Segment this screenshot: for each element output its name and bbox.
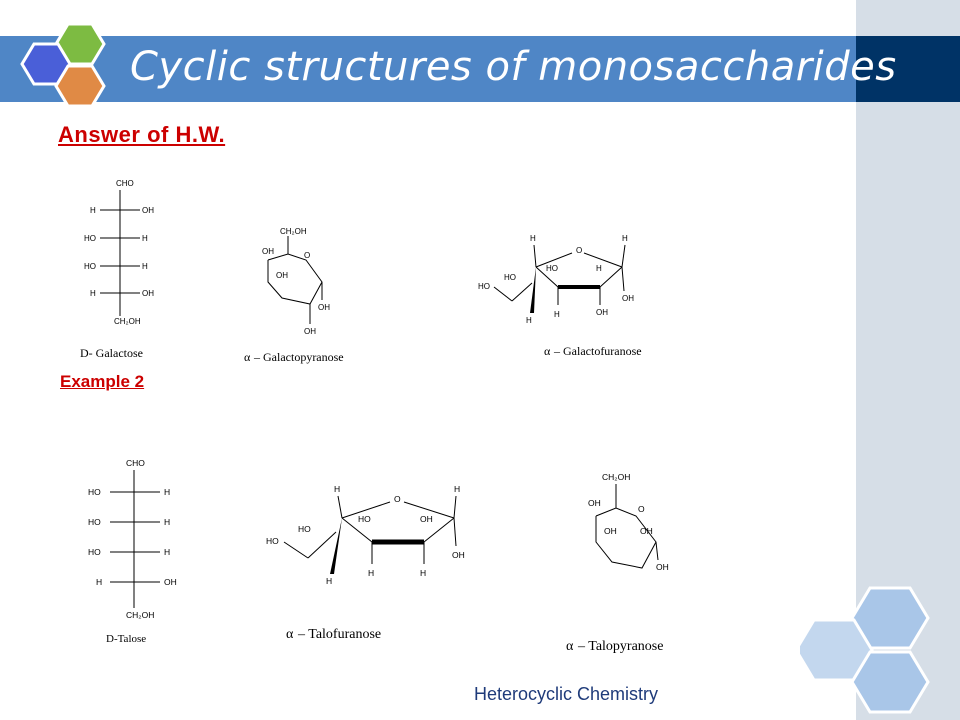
galactopyranose-ch2oh: CH₂OH xyxy=(280,227,307,236)
galactofuranose-ho3: HO xyxy=(478,282,490,291)
galactopyranose-structure: CH₂OH O OH OH OH OH α – Galactopyranose xyxy=(244,227,344,364)
talofuranose-oh2: OH xyxy=(452,550,465,560)
slide-title: Cyclic structures of monosaccharides xyxy=(130,44,897,90)
galactofuranose-caption: – Galactofuranose xyxy=(553,344,642,358)
talofuranose-h4: H xyxy=(368,568,374,578)
footer-text: Heterocyclic Chemistry xyxy=(474,684,659,704)
galactopyranose-caption: – Galactopyranose xyxy=(253,350,344,364)
galactofuranose-ho2: HO xyxy=(504,273,516,282)
talofuranose-caption: – Talofuranose xyxy=(297,627,381,642)
galactofuranose-oh2: OH xyxy=(622,294,634,303)
galactofuranose-h5: H xyxy=(554,310,560,319)
galactopyranose-oh1: OH xyxy=(262,247,274,256)
talopyranose-caption: – Talopyranose xyxy=(577,639,663,654)
talofuranose-h2: H xyxy=(454,484,460,494)
galactose-caption: D- Galactose xyxy=(80,346,143,360)
talose-fischer-structure: CHO HO H HO H HO H H OH CH₂OH D-Talose xyxy=(88,458,177,645)
galactofuranose-ring-o: O xyxy=(576,246,582,255)
galactofuranose-ho1: HO xyxy=(546,264,558,273)
title-bar xyxy=(0,36,856,102)
talose-row4-left: H xyxy=(96,577,102,587)
galactofuranose-structure: H O H HO H HO HO H H OH OH α – Galactofu… xyxy=(478,234,642,358)
galactofuranose-h4: H xyxy=(526,316,532,325)
galactopyranose-oh4: OH xyxy=(304,327,316,336)
talopyranose-oh1: OH xyxy=(588,498,601,508)
talofuranose-ho1: HO xyxy=(358,514,371,524)
talofuranose-h3: H xyxy=(326,576,332,586)
galactopyranose-ring-o: O xyxy=(304,251,310,260)
example-heading: Example 2 xyxy=(60,372,145,391)
decorative-hexagons-icon xyxy=(800,586,930,714)
talofuranose-ring-o: O xyxy=(394,494,401,504)
talose-row4-right: OH xyxy=(164,577,177,587)
hexagon-logo-icon xyxy=(20,22,106,108)
talose-top-label: CHO xyxy=(126,458,145,468)
talopyranose-oh4: OH xyxy=(656,562,669,572)
talose-row2-right: H xyxy=(164,517,170,527)
talose-row3-left: HO xyxy=(88,547,101,557)
talose-row1-right: H xyxy=(164,487,170,497)
galactose-row3-right: H xyxy=(142,262,148,271)
talofuranose-caption-alpha: α xyxy=(286,627,294,642)
talopyranose-ring-o: O xyxy=(638,504,645,514)
talopyranose-caption-alpha: α xyxy=(566,639,574,654)
galactose-row4-right: OH xyxy=(142,289,154,298)
talose-row1-left: HO xyxy=(88,487,101,497)
talofuranose-oh1: OH xyxy=(420,514,433,524)
galactofuranose-caption-alpha: α xyxy=(544,344,551,358)
talose-row3-right: H xyxy=(164,547,170,557)
galactopyranose-caption-alpha: α xyxy=(244,350,251,364)
talopyranose-oh2: OH xyxy=(604,526,617,536)
talopyranose-structure: CH₂OH O OH OH OH OH α – Talopyranose xyxy=(566,472,669,654)
talofuranose-ho3: HO xyxy=(266,536,279,546)
galactose-row1-right: OH xyxy=(142,206,154,215)
title-bar-accent xyxy=(856,36,960,102)
talose-row2-left: HO xyxy=(88,517,101,527)
talofuranose-h1: H xyxy=(334,484,340,494)
galactose-top-label: CHO xyxy=(116,179,134,188)
talose-caption: D-Talose xyxy=(106,633,146,645)
galactofuranose-oh1: OH xyxy=(596,308,608,317)
talose-bottom-label: CH₂OH xyxy=(126,610,154,620)
talopyranose-oh3: OH xyxy=(640,526,653,536)
talopyranose-ch2oh: CH₂OH xyxy=(602,472,630,482)
galactose-row4-left: H xyxy=(90,289,96,298)
galactose-bottom-label: CH₂OH xyxy=(114,317,141,326)
talofuranose-structure: H O H HO OH HO HO H H H OH α – Talofuran… xyxy=(266,484,465,642)
galactose-row2-right: H xyxy=(142,234,148,243)
galactofuranose-h2: H xyxy=(622,234,628,243)
galactose-row3-left: HO xyxy=(84,262,96,271)
galactofuranose-h1: H xyxy=(530,234,536,243)
talofuranose-ho2: HO xyxy=(298,524,311,534)
galactopyranose-oh3: OH xyxy=(318,303,330,312)
galactose-fischer-structure: CHO H OH HO H HO H H OH CH₂OH D- Galacto… xyxy=(80,179,154,360)
galactose-row1-left: H xyxy=(90,206,96,215)
section-heading: Answer of H.W. xyxy=(58,122,226,147)
galactopyranose-oh2: OH xyxy=(276,271,288,280)
galactofuranose-h3: H xyxy=(596,264,602,273)
galactose-row2-left: HO xyxy=(84,234,96,243)
talofuranose-h5: H xyxy=(420,568,426,578)
